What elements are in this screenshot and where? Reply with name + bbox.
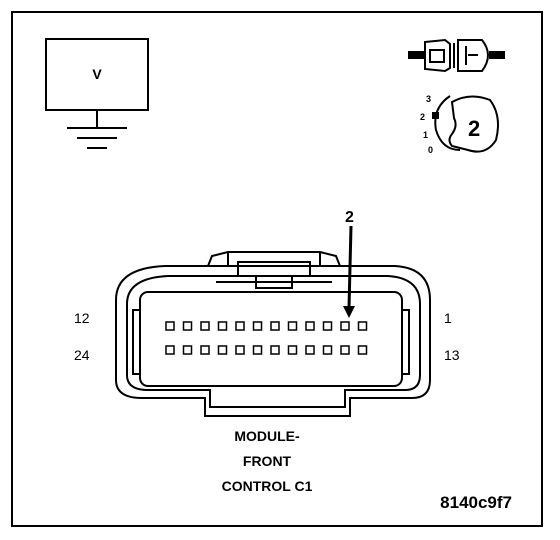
pin-cavity (305, 321, 315, 331)
pin-cavity (200, 345, 210, 355)
pin-cavity (287, 345, 298, 355)
voltmeter-symbol: V (92, 66, 102, 82)
pin-cavity (340, 321, 350, 331)
pin-cavity (322, 321, 333, 331)
pin-cavity (217, 321, 228, 331)
pin-label-bottom-left: 24 (74, 347, 90, 363)
frame-border (11, 11, 543, 527)
pin-cavity (235, 321, 245, 331)
pin-cavity (340, 345, 350, 355)
dial-tick-0: 0 (428, 145, 433, 155)
pointer-pin-number: 2 (345, 209, 354, 226)
figure-id: 8140c9f7 (440, 493, 512, 512)
dial-tick-1: 1 (423, 130, 428, 140)
pin-cavity (322, 345, 333, 355)
pin-cavity (287, 321, 298, 331)
pin-cavity (217, 345, 228, 355)
selector-dial-icon: 3 2 1 0 2 (420, 94, 499, 155)
pin-label-top-left: 12 (74, 310, 90, 326)
pin-cavity (270, 321, 280, 331)
pin-cavity (252, 321, 263, 331)
pin-cavity (182, 345, 193, 355)
voltmeter-icon: V (45, 38, 149, 149)
dial-tick-3: 3 (426, 94, 431, 104)
dial-position: 2 (468, 116, 480, 141)
pin-cavity (200, 321, 210, 331)
pin-cavity (252, 345, 263, 355)
connector-plugs-icon (408, 38, 505, 73)
pin-cavity (270, 345, 280, 355)
pin-pointer-arrow: 2 (343, 209, 355, 318)
connector-name-line-3: CONTROL C1 (222, 478, 313, 494)
pin-cavity (165, 321, 175, 331)
pin-cavity (357, 345, 368, 355)
connector-pin-grid (165, 321, 368, 355)
pin-cavity (305, 345, 315, 355)
dial-tick-2: 2 (420, 112, 425, 122)
pin-cavity (357, 321, 368, 331)
connector-name-line-1: MODULE- (234, 428, 300, 444)
pin-cavity (165, 345, 175, 355)
connector-body (115, 251, 431, 417)
pin-cavity (235, 345, 245, 355)
connector-name-line-2: FRONT (243, 453, 292, 469)
pin-cavity (182, 321, 193, 331)
pin-label-top-right: 1 (444, 310, 452, 326)
pin-label-bottom-right: 13 (444, 347, 460, 363)
